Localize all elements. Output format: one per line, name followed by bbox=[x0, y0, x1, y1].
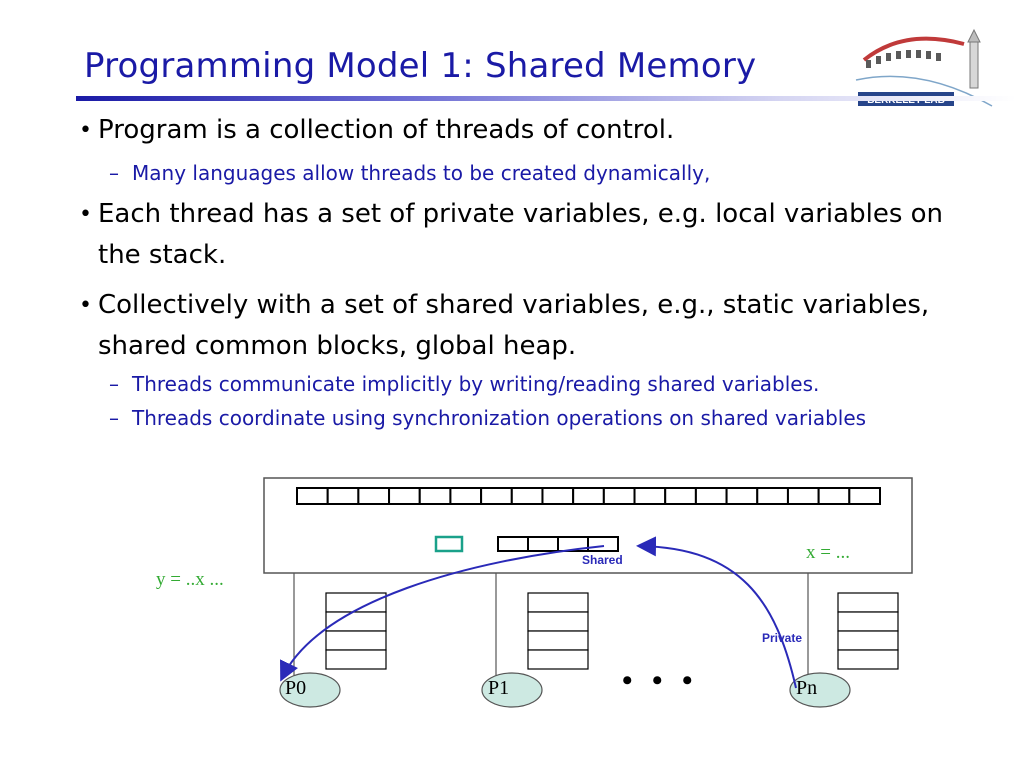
private-label: Private bbox=[762, 631, 803, 645]
private-stack-cell-pn bbox=[837, 649, 899, 670]
private-stack-cell-p1 bbox=[527, 611, 589, 632]
shared-memory-cell bbox=[572, 487, 605, 505]
private-stack-cell-p0 bbox=[325, 592, 387, 613]
shared-memory-cell bbox=[817, 487, 851, 505]
shared-variable-cell bbox=[497, 536, 529, 552]
shared-memory-cell bbox=[357, 487, 391, 505]
shared-memory-cell bbox=[449, 487, 483, 505]
shared-memory-cell bbox=[480, 487, 513, 505]
private-stack-cell-p0 bbox=[325, 630, 387, 651]
shared-variable-cell bbox=[527, 536, 559, 552]
sub-bullet-3-1: Threads communicate implicitly by writin… bbox=[76, 369, 976, 399]
shared-memory-cell bbox=[326, 487, 360, 505]
shared-memory-cell bbox=[510, 487, 544, 505]
shared-memory-cell bbox=[541, 487, 575, 505]
private-memory-stacks bbox=[325, 592, 899, 670]
ellipsis-more-processors: • • • bbox=[622, 664, 699, 697]
shared-variable-small-box bbox=[434, 535, 464, 553]
annotation-x-assign: x = ... bbox=[806, 542, 850, 563]
shared-memory-cell bbox=[418, 487, 452, 505]
annotation-y-assign: y = ..x ... bbox=[156, 569, 224, 590]
shared-memory-array bbox=[296, 487, 882, 505]
shared-memory-cell bbox=[664, 487, 697, 505]
read-arrow-shared-to-p0 bbox=[280, 545, 605, 682]
processor-pn-label: Pn bbox=[796, 677, 818, 699]
title-underline bbox=[76, 96, 1016, 101]
logo-arch bbox=[862, 36, 965, 62]
shared-memory-cell bbox=[602, 487, 636, 505]
slide-title: Programming Model 1: Shared Memory bbox=[84, 46, 757, 86]
private-stack-cell-pn bbox=[837, 630, 899, 651]
bullet-1: Program is a collection of threads of co… bbox=[76, 110, 976, 151]
bullet-list: Program is a collection of threads of co… bbox=[76, 110, 976, 435]
private-stack-cell-p1 bbox=[527, 592, 589, 613]
shared-memory-cell bbox=[633, 487, 667, 505]
logo-pillars bbox=[866, 50, 941, 68]
write-arrow-pn-to-shared bbox=[636, 536, 797, 689]
shared-memory-cell bbox=[786, 487, 820, 505]
processor-p1-node bbox=[481, 672, 543, 708]
sub-bullet-3-2: Threads coordinate using synchronization… bbox=[76, 403, 976, 433]
shared-variable-cell bbox=[587, 536, 619, 552]
shared-memory-cell bbox=[296, 487, 329, 505]
shared-variable-x bbox=[497, 536, 619, 552]
processor-pn-node bbox=[789, 672, 851, 708]
processor-p1-label: P1 bbox=[488, 677, 510, 699]
shared-memory-cell bbox=[848, 487, 882, 505]
processor-p0-label: P0 bbox=[285, 677, 307, 699]
logo-tower bbox=[967, 28, 981, 89]
shared-memory-cell bbox=[694, 487, 728, 505]
private-stack-cell-p0 bbox=[325, 649, 387, 670]
private-stack-cell-p1 bbox=[527, 649, 589, 670]
shared-label: Shared bbox=[582, 553, 623, 567]
shared-memory-cell bbox=[725, 487, 759, 505]
bullet-2: Each thread has a set of private variabl… bbox=[76, 194, 976, 276]
sub-bullet-1-1: Many languages allow threads to be creat… bbox=[76, 158, 976, 188]
private-stack-cell-pn bbox=[837, 611, 899, 632]
private-stack-cell-p1 bbox=[527, 630, 589, 651]
shared-memory-cell bbox=[756, 487, 789, 505]
bullet-3: Collectively with a set of shared variab… bbox=[76, 285, 976, 367]
private-stack-cell-pn bbox=[837, 592, 899, 613]
shared-memory-cell bbox=[388, 487, 421, 505]
